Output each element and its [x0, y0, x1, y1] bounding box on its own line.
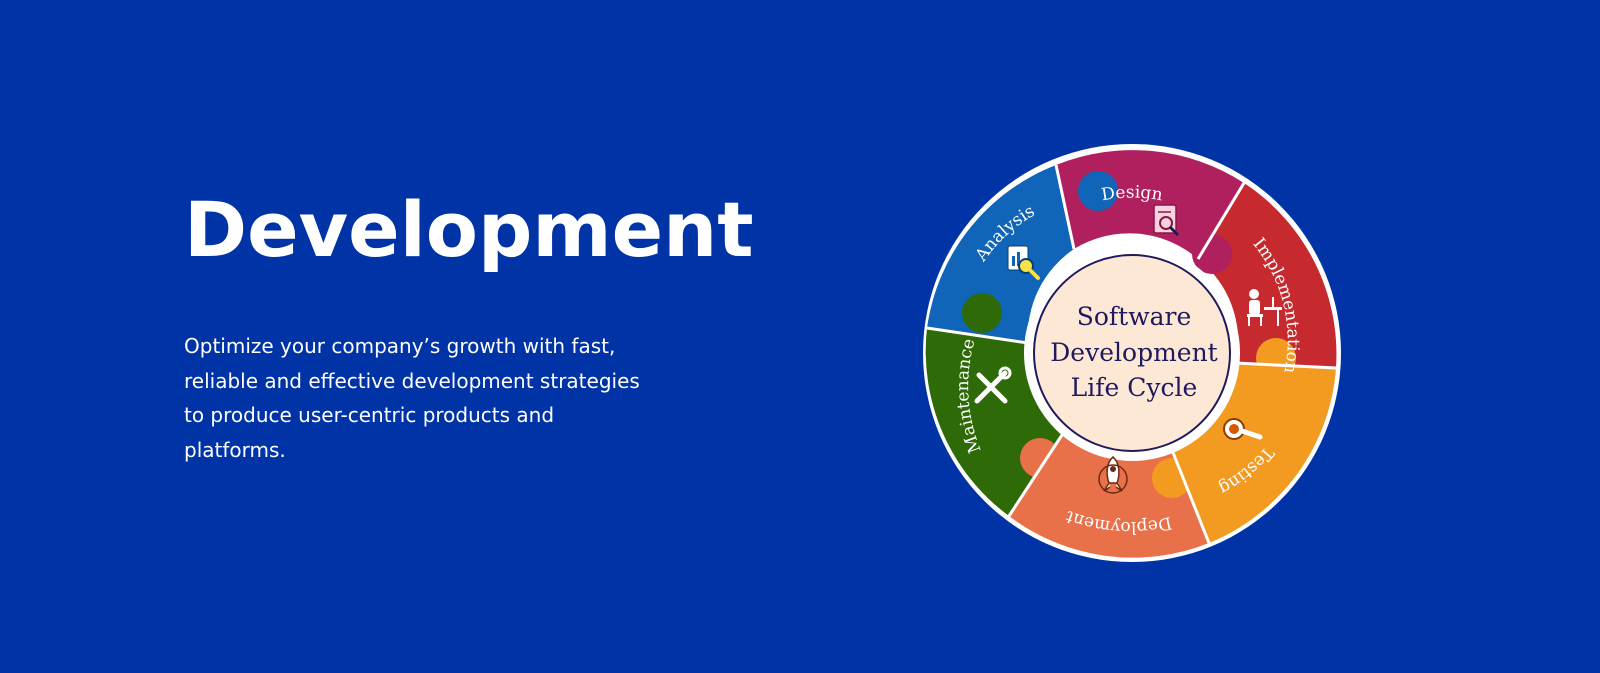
center-title-line: Software [1077, 302, 1192, 331]
puzzle-tab [1020, 438, 1060, 478]
puzzle-tabs [962, 171, 1296, 498]
divider-line [1235, 361, 1337, 370]
person-at-desk-icon [1247, 289, 1282, 326]
tools-icon [974, 366, 1012, 404]
description-line: to produce user-centric products and [184, 403, 555, 427]
chart-magnifier-icon [1007, 245, 1040, 280]
puzzle-tab [1192, 234, 1232, 274]
divider-line [1196, 182, 1246, 260]
segment-label-text: Design [1100, 183, 1164, 206]
segment-implementation [1198, 183, 1337, 368]
hero-text-block: Development Optimize your company’s grow… [184, 182, 754, 467]
center-circle [1033, 254, 1231, 452]
divider-line [926, 326, 1029, 345]
hero-description: Optimize your company’s growth with fast… [184, 329, 654, 467]
description-line: platforms. [184, 437, 286, 462]
segment-label-design: Design [1100, 183, 1164, 206]
segment-dividers [926, 164, 1337, 544]
puzzle-tab [1256, 338, 1296, 378]
puzzle-tab [1152, 458, 1192, 498]
rocket-icon [1098, 456, 1128, 494]
page-title: Development [184, 185, 754, 274]
divider-line [1054, 164, 1076, 250]
divider-line [1170, 449, 1211, 544]
sdlc-wheel-diagram: Software Development Life Cycle Design I… [923, 144, 1341, 562]
divider-line [1007, 434, 1064, 517]
puzzle-tab [1078, 171, 1118, 211]
magnifier-bug-icon [1223, 418, 1263, 440]
center-title-line: Life Cycle [1071, 373, 1198, 402]
puzzle-tab [962, 293, 1002, 333]
segment-analysis [927, 165, 1074, 343]
center-title-line: Development [1050, 338, 1217, 367]
description-line: Optimize your company’s growth with fast… [184, 334, 616, 358]
description-line: reliable and effective development strat… [184, 368, 640, 393]
document-search-icon [1153, 204, 1180, 237]
segment-testing [1172, 363, 1336, 543]
